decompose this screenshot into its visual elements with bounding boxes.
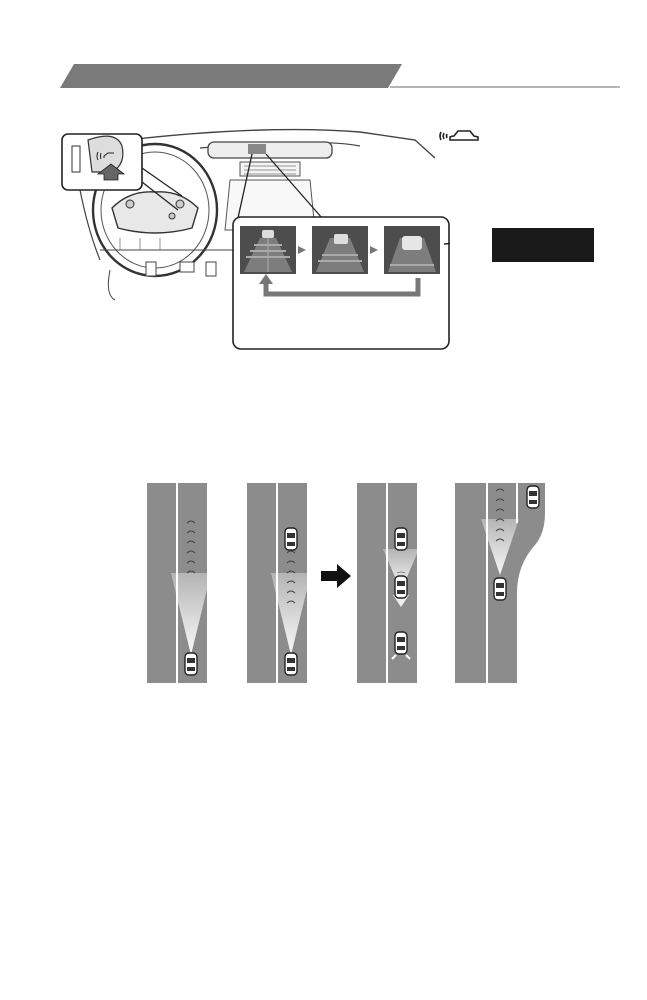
road-scene-3 <box>357 483 419 683</box>
distance-switch-icon <box>87 135 124 173</box>
section-header-dark-tab <box>60 64 402 88</box>
middle-vehicle <box>394 575 408 599</box>
brake-pedal <box>145 261 157 277</box>
ego-vehicle <box>284 652 298 676</box>
ego-vehicle <box>493 577 507 601</box>
right-arrow-icon <box>321 564 351 588</box>
press-arrow-icon <box>96 163 126 181</box>
preceding-vehicle <box>284 527 298 551</box>
distance-display-panel <box>232 216 450 350</box>
ego-vehicle <box>394 631 408 655</box>
distance-screen-medium <box>312 226 368 274</box>
road-scenes-illustration <box>147 483 545 683</box>
distance-screen-short <box>384 226 440 274</box>
merging-vehicle <box>526 485 540 509</box>
vehicle-distance-icon <box>439 130 479 141</box>
preceding-vehicle <box>394 527 408 551</box>
road-scene-2 <box>247 483 311 683</box>
multi-info-display <box>207 141 333 159</box>
distance-screen-long <box>240 226 296 274</box>
section-header-band <box>60 64 620 88</box>
display-highlight <box>248 144 266 154</box>
accelerator-pedal <box>179 261 195 273</box>
cycle-arrow-icon <box>263 278 421 297</box>
right-arrow-icon <box>370 246 378 254</box>
dashboard-illustration <box>61 128 436 301</box>
callout-label-box <box>492 228 594 262</box>
dash-top-line <box>109 128 361 143</box>
right-arrow-icon <box>298 246 306 254</box>
road-scene-4 <box>455 483 545 683</box>
ego-vehicle <box>184 652 198 676</box>
road-scene-1 <box>147 483 211 683</box>
